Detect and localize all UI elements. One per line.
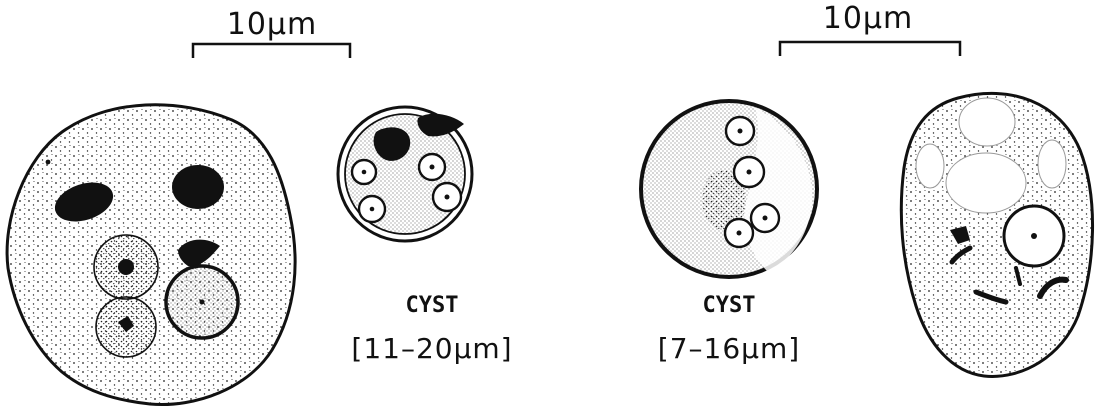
cyst-b-karyosome-3	[763, 216, 768, 221]
trophozoite-right-karyosome	[1031, 233, 1037, 239]
cyst-a-karyosome-2	[445, 195, 450, 200]
vacuole-left	[916, 144, 944, 188]
scale-bar-right: 10µm	[780, 1, 960, 56]
cyst-a-figure	[338, 107, 472, 241]
cyst-a-karyosome-1	[430, 165, 435, 170]
cyst-b-karyosome-4	[737, 231, 742, 236]
nucleus-1-karyosome	[118, 259, 134, 275]
cyst-a-title: CYST	[406, 293, 459, 318]
trophozoite-right	[901, 93, 1092, 376]
scale-label-right: 10µm	[823, 1, 913, 36]
vacuole-center-dot	[200, 300, 205, 305]
food-vacuole-dark-2	[172, 165, 224, 209]
trophozoite-left	[7, 105, 295, 405]
cyst-a-karyosome-4	[370, 207, 375, 212]
cytoplasm-dot	[46, 160, 51, 165]
cyst-b-karyosome-2	[747, 170, 752, 175]
cyst-b-karyosome-1	[738, 129, 743, 134]
scale-bracket-right	[780, 42, 960, 56]
vacuole-right	[1038, 140, 1066, 188]
cyst-a-size-range: [11–20µm]	[351, 332, 512, 365]
cyst-b-size-range: [7–16µm]	[658, 332, 800, 365]
cyst-b-title: CYST	[703, 293, 756, 318]
cyst-b-figure	[641, 101, 817, 277]
vacuole-large-top	[959, 98, 1015, 146]
scale-bracket-left	[193, 44, 350, 58]
cyst-a-karyosome-3	[362, 170, 367, 175]
scale-label-left: 10µm	[227, 7, 317, 42]
scale-bar-left: 10µm	[193, 7, 350, 58]
vacuole-large-middle	[946, 153, 1026, 213]
